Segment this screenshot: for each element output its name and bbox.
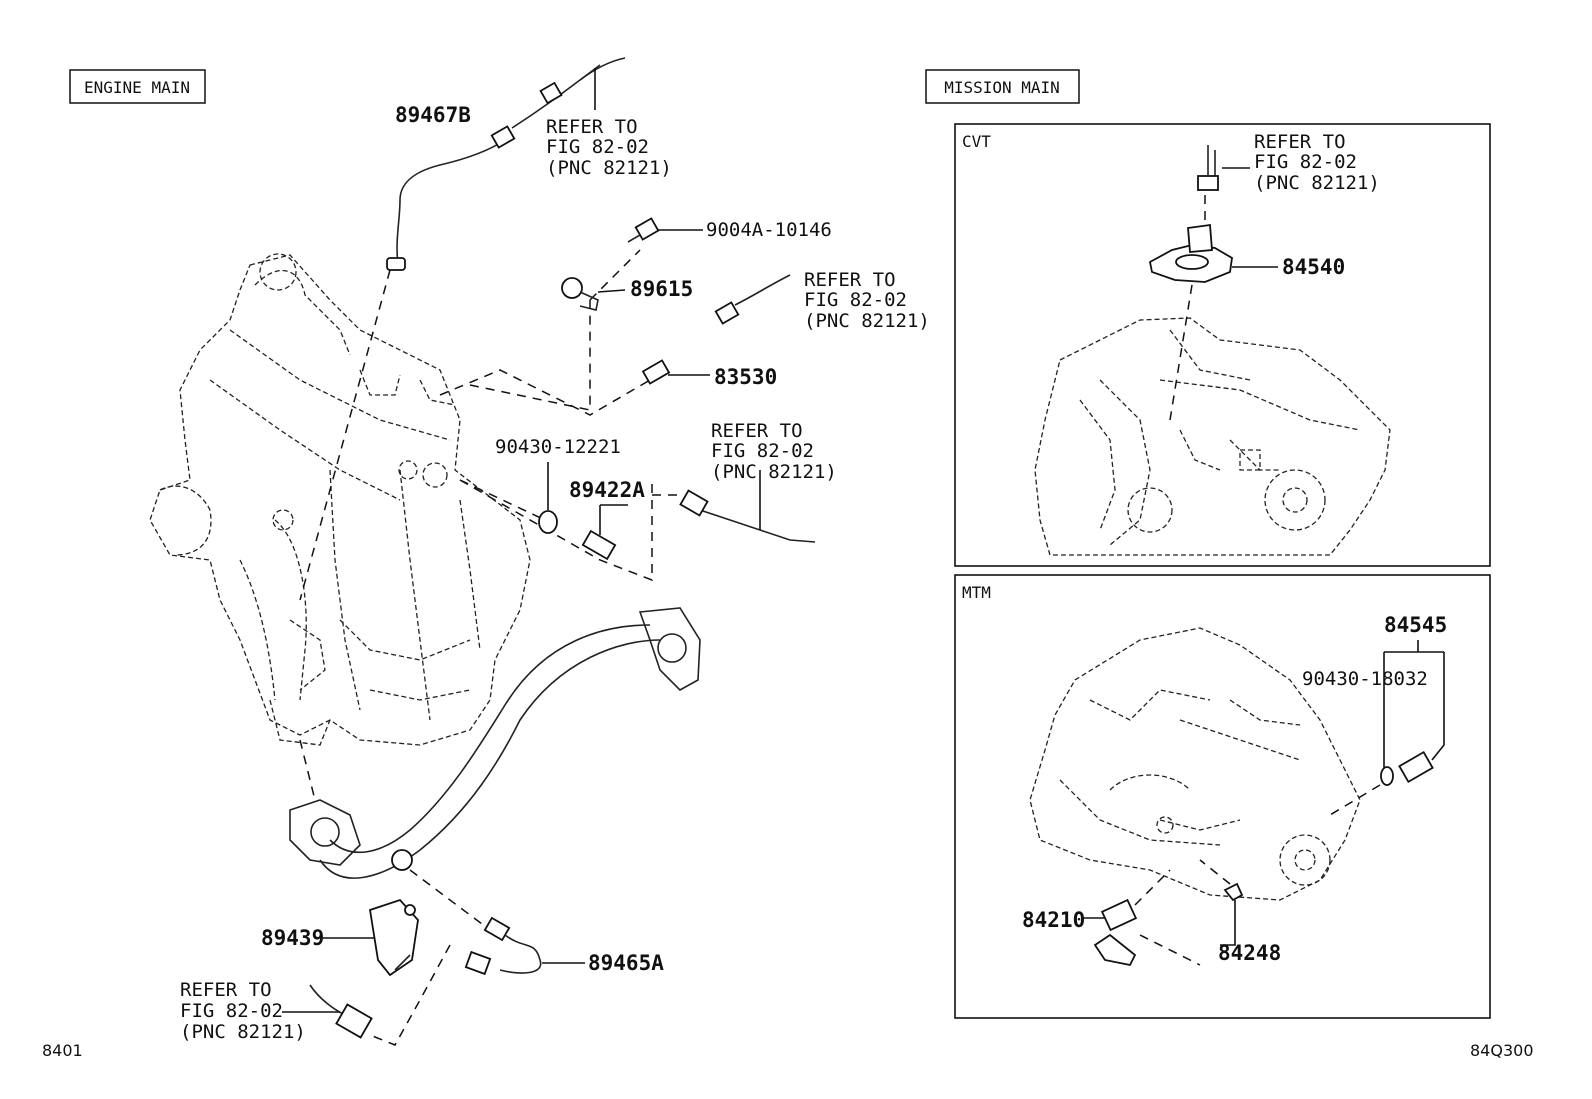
cvt-panel [954, 123, 1491, 567]
refer-note-4: REFER TO FIG 82-02 (PNC 82121) [180, 979, 306, 1043]
connector-83530 [641, 274, 791, 385]
label-89615: 89615 [630, 277, 693, 301]
label-89422A: 89422A [569, 478, 645, 502]
label-83530: 83530 [714, 365, 777, 389]
refer-note-line3: (PNC 82121) [804, 310, 930, 332]
cvt-transmission-illustration [1034, 317, 1391, 556]
mtm-switch-84545 [1329, 640, 1445, 816]
refer-note-line2: FIG 82-02 [180, 1000, 283, 1022]
label-90430-18032: 90430-18032 [1302, 668, 1428, 690]
bolt-9004A [627, 217, 703, 243]
refer-note-2: REFER TO FIG 82-02 (PNC 82121) [804, 269, 930, 332]
refer-note-line3: (PNC 82121) [180, 1021, 306, 1043]
refer-note-line1: REFER TO [711, 420, 803, 442]
refer-note-line2: FIG 82-02 [1254, 151, 1357, 173]
label-84540: 84540 [1282, 255, 1345, 279]
label-89467B: 89467B [395, 103, 471, 127]
refer-note-line3: (PNC 82121) [711, 461, 837, 483]
footer-left-code: 8401 [42, 1041, 83, 1060]
bracket-89439 [322, 898, 419, 977]
connector-bottom-left [282, 984, 373, 1039]
knock-sensor-89615 [561, 277, 626, 311]
engine-leaders [299, 249, 653, 1046]
mission-main-header: MISSION MAIN [925, 69, 1080, 104]
label-84545: 84545 [1384, 613, 1447, 637]
label-90430-12221: 90430-12221 [495, 436, 621, 458]
mtm-label: MTM [962, 583, 991, 602]
mtm-panel [954, 574, 1491, 1019]
engine-illustration [149, 253, 531, 746]
footer-right-code: 84Q300 [1470, 1041, 1534, 1060]
refer-note-line3: (PNC 82121) [546, 157, 672, 179]
label-89439: 89439 [261, 926, 324, 950]
refer-note-line2: FIG 82-02 [546, 136, 649, 158]
mission-main-label: MISSION MAIN [944, 78, 1060, 97]
engine-main-header: ENGINE MAIN [69, 69, 206, 104]
exhaust-pipe [289, 607, 701, 879]
cvt-label: CVT [962, 132, 991, 151]
oxygen-sensor-89467B [386, 57, 626, 271]
refer-note-1: REFER TO FIG 82-02 (PNC 82121) [546, 116, 672, 179]
refer-note-3: REFER TO FIG 82-02 (PNC 82121) [711, 420, 837, 483]
label-89465A: 89465A [588, 951, 664, 975]
cvt-sensor-84540 [1148, 145, 1278, 421]
temp-sensor-89422A [538, 462, 816, 561]
refer-note-line1: REFER TO [180, 979, 272, 1001]
refer-note-line3: (PNC 82121) [1254, 172, 1380, 194]
oxygen-sensor-89465A [464, 916, 585, 976]
refer-note-line2: FIG 82-02 [804, 289, 907, 311]
refer-note-line1: REFER TO [1254, 131, 1346, 153]
label-9004A-10146: 9004A-10146 [706, 219, 832, 241]
refer-note-line1: REFER TO [804, 269, 896, 291]
label-84210: 84210 [1022, 908, 1085, 932]
refer-note-line1: REFER TO [546, 116, 638, 138]
refer-note-5: REFER TO FIG 82-02 (PNC 82121) [1222, 131, 1380, 194]
refer-note-line2: FIG 82-02 [711, 440, 814, 462]
mtm-sensor-84210 [1082, 859, 1244, 967]
mtm-transmission-illustration [1029, 627, 1361, 901]
engine-main-label: ENGINE MAIN [84, 78, 190, 97]
label-84248: 84248 [1218, 941, 1281, 965]
